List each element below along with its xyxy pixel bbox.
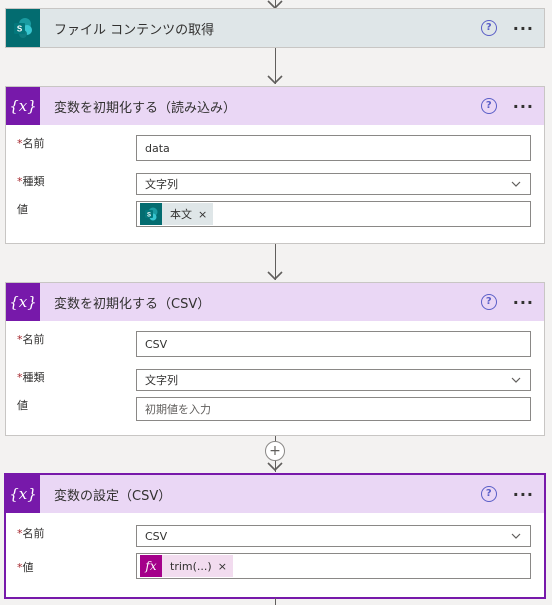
action-card-get-file-content[interactable]: S ファイル コンテンツの取得 ? ···	[5, 8, 545, 48]
value-input[interactable]: fx trim(...) ×	[136, 553, 531, 579]
chevron-down-icon	[511, 377, 521, 383]
help-icon[interactable]: ?	[480, 294, 497, 310]
type-dropdown[interactable]: 文字列	[136, 173, 531, 195]
dynamic-content-token[interactable]: S 本文 ×	[140, 203, 214, 225]
name-input[interactable]: CSV	[136, 331, 531, 357]
card-title: 変数を初期化する（CSV）	[54, 296, 211, 312]
help-icon[interactable]: ?	[480, 98, 497, 114]
more-options-icon[interactable]: ···	[512, 96, 534, 116]
remove-token-icon[interactable]: ×	[217, 559, 227, 573]
action-card-set-variable-csv[interactable]: {x} 変数の設定（CSV） ? ··· *名前 CSV *値 fx trim(…	[5, 474, 545, 598]
card-title: 変数を初期化する（読み込み）	[54, 100, 237, 116]
name-input[interactable]: data	[136, 135, 531, 161]
connector-line	[275, 48, 276, 84]
variable-icon: {x}	[6, 87, 40, 125]
card-title: ファイル コンテンツの取得	[54, 22, 215, 38]
value-label: 値	[17, 203, 28, 216]
more-options-icon[interactable]: ···	[512, 292, 534, 312]
more-options-icon[interactable]: ···	[512, 18, 534, 38]
connector-line	[275, 0, 276, 7]
arrow-down-icon	[267, 271, 283, 281]
connector-line	[275, 598, 276, 605]
help-icon[interactable]: ?	[480, 20, 497, 36]
chevron-down-icon	[511, 533, 521, 539]
function-icon: fx	[140, 555, 162, 577]
token-label: 本文	[170, 208, 192, 221]
svg-text:{x}: {x}	[10, 485, 36, 503]
value-label: *値	[17, 561, 34, 574]
help-icon[interactable]: ?	[480, 486, 497, 502]
card-header[interactable]: S ファイル コンテンツの取得 ? ···	[6, 9, 544, 47]
name-label: *名前	[17, 527, 45, 540]
card-header[interactable]: {x} 変数を初期化する（CSV） ? ···	[6, 283, 544, 321]
variable-icon: {x}	[6, 475, 40, 513]
action-card-initialize-variable-read[interactable]: {x} 変数を初期化する（読み込み） ? ··· *名前 data *種類 文字…	[5, 86, 545, 244]
svg-text:S: S	[147, 213, 151, 219]
card-title: 変数の設定（CSV）	[54, 488, 172, 504]
value-input[interactable]: S 本文 ×	[136, 201, 531, 227]
value-input[interactable]: 初期値を入力	[136, 397, 531, 421]
sharepoint-icon: S	[140, 203, 162, 225]
connector-line	[275, 244, 276, 280]
more-options-icon[interactable]: ···	[512, 484, 534, 504]
variable-icon: {x}	[6, 283, 40, 321]
remove-token-icon[interactable]: ×	[198, 207, 208, 221]
svg-text:{x}: {x}	[10, 293, 36, 311]
chevron-down-icon	[511, 181, 521, 187]
arrow-down-icon	[267, 75, 283, 85]
name-label: *名前	[17, 333, 45, 346]
sharepoint-letter: S	[17, 25, 23, 34]
value-label: 値	[17, 399, 28, 412]
name-label: *名前	[17, 137, 45, 150]
token-label: trim(...)	[170, 559, 212, 573]
type-dropdown[interactable]: 文字列	[136, 369, 531, 391]
value-placeholder: 初期値を入力	[145, 403, 211, 416]
card-header[interactable]: {x} 変数を初期化する（読み込み） ? ···	[6, 87, 544, 125]
svg-text:{x}: {x}	[10, 97, 36, 115]
add-step-button[interactable]: +	[265, 441, 285, 461]
card-header[interactable]: {x} 変数の設定（CSV） ? ···	[6, 475, 544, 513]
sharepoint-icon: S	[6, 9, 40, 47]
type-label: *種類	[17, 371, 45, 384]
expression-token[interactable]: fx trim(...) ×	[140, 555, 233, 577]
type-label: *種類	[17, 175, 45, 188]
arrow-down-icon	[267, 462, 283, 472]
name-dropdown[interactable]: CSV	[136, 525, 531, 547]
action-card-initialize-variable-csv[interactable]: {x} 変数を初期化する（CSV） ? ··· *名前 CSV *種類 文字列 …	[5, 282, 545, 436]
